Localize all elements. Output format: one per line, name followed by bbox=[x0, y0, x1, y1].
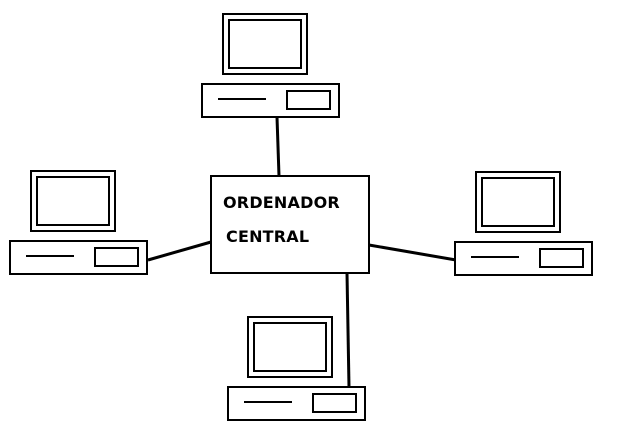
central-label-line1: ORDENADOR bbox=[223, 193, 340, 212]
central-label-line2: CENTRAL bbox=[226, 227, 310, 246]
terminal-left bbox=[9, 170, 148, 275]
terminal-bottom bbox=[227, 316, 366, 421]
central-computer-box bbox=[210, 175, 370, 274]
terminal-right bbox=[454, 171, 593, 276]
link-right bbox=[368, 243, 457, 262]
link-top bbox=[275, 116, 281, 177]
terminal-top bbox=[201, 13, 340, 118]
monitor-screen bbox=[253, 322, 327, 372]
monitor-screen bbox=[481, 177, 555, 227]
monitor-screen bbox=[36, 176, 110, 226]
link-bottom bbox=[345, 272, 351, 388]
link-left bbox=[147, 240, 212, 262]
drive-bay bbox=[539, 248, 584, 268]
monitor-screen bbox=[228, 19, 302, 69]
drive-bay bbox=[286, 90, 331, 110]
connections bbox=[147, 116, 457, 388]
drive-bay bbox=[312, 393, 357, 413]
drive-bay bbox=[94, 247, 139, 267]
